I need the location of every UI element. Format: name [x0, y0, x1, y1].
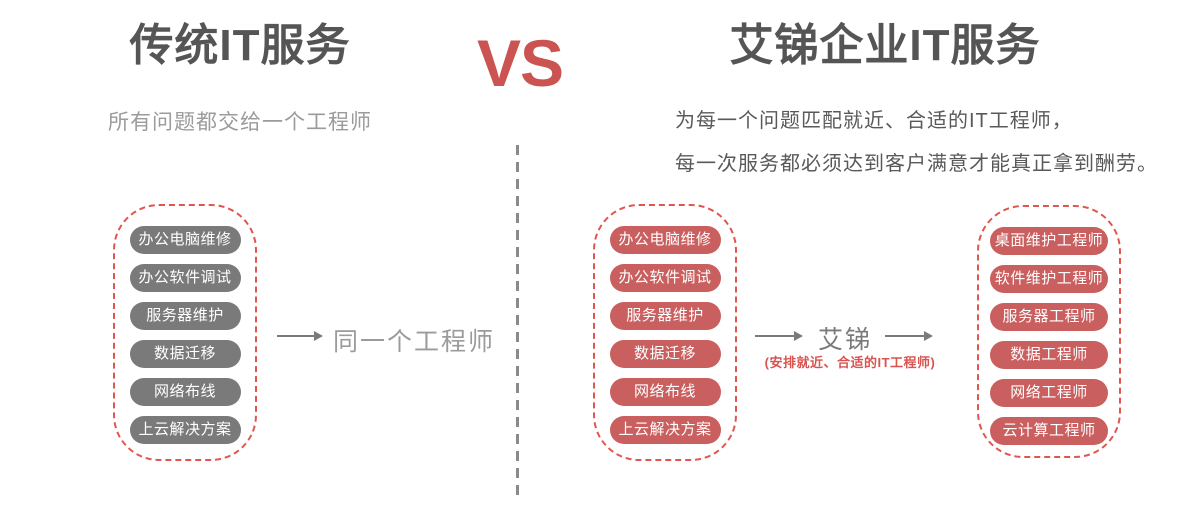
service-pill: 数据迁移 — [129, 340, 241, 368]
engineer-pill: 软件维护工程师 — [990, 265, 1108, 293]
service-pill: 办公电脑维修 — [609, 226, 721, 254]
service-pill: 办公电脑维修 — [129, 226, 241, 254]
engineers-group: 桌面维护工程师软件维护工程师服务器工程师数据工程师网络工程师云计算工程师 — [977, 205, 1121, 458]
left-subtitle: 所有问题都交给一个工程师 — [108, 111, 372, 134]
engineer-pill: 桌面维护工程师 — [990, 227, 1108, 255]
service-pill: 服务器维护 — [129, 302, 241, 330]
right-subtitle-line2: 每一次服务都必须达到客户满意才能真正拿到酬劳。 — [675, 153, 1158, 175]
service-pill: 网络布线 — [129, 378, 241, 406]
left-result-label: 同一个工程师 — [333, 328, 496, 356]
vs-label: VS — [477, 26, 564, 100]
service-pill: 数据迁移 — [609, 340, 721, 368]
service-pill: 上云解决方案 — [609, 416, 721, 444]
engineer-pill: 数据工程师 — [990, 341, 1108, 369]
broker-label: 艾锑 — [817, 326, 872, 354]
right-services-group: 办公电脑维修办公软件调试服务器维护数据迁移网络布线上云解决方案 — [593, 204, 737, 461]
arrow-right-icon — [755, 331, 803, 341]
left-services-group: 办公电脑维修办公软件调试服务器维护数据迁移网络布线上云解决方案 — [113, 204, 257, 461]
service-pill: 服务器维护 — [609, 302, 721, 330]
service-pill: 办公软件调试 — [129, 264, 241, 292]
left-title: 传统IT服务 — [129, 21, 351, 70]
broker-note: (安排就近、合适的IT工程师) — [764, 355, 936, 370]
arrow-right-icon — [277, 331, 323, 341]
service-pill: 网络布线 — [609, 378, 721, 406]
service-pill: 上云解决方案 — [129, 416, 241, 444]
right-subtitle-line1: 为每一个问题匹配就近、合适的IT工程师， — [675, 110, 1073, 132]
vertical-dashed-divider — [516, 145, 519, 497]
arrow-right-icon — [885, 331, 933, 341]
service-pill: 办公软件调试 — [609, 264, 721, 292]
right-title: 艾锑企业IT服务 — [729, 21, 1041, 70]
engineer-pill: 网络工程师 — [990, 379, 1108, 407]
engineer-pill: 服务器工程师 — [990, 303, 1108, 331]
engineer-pill: 云计算工程师 — [990, 417, 1108, 445]
